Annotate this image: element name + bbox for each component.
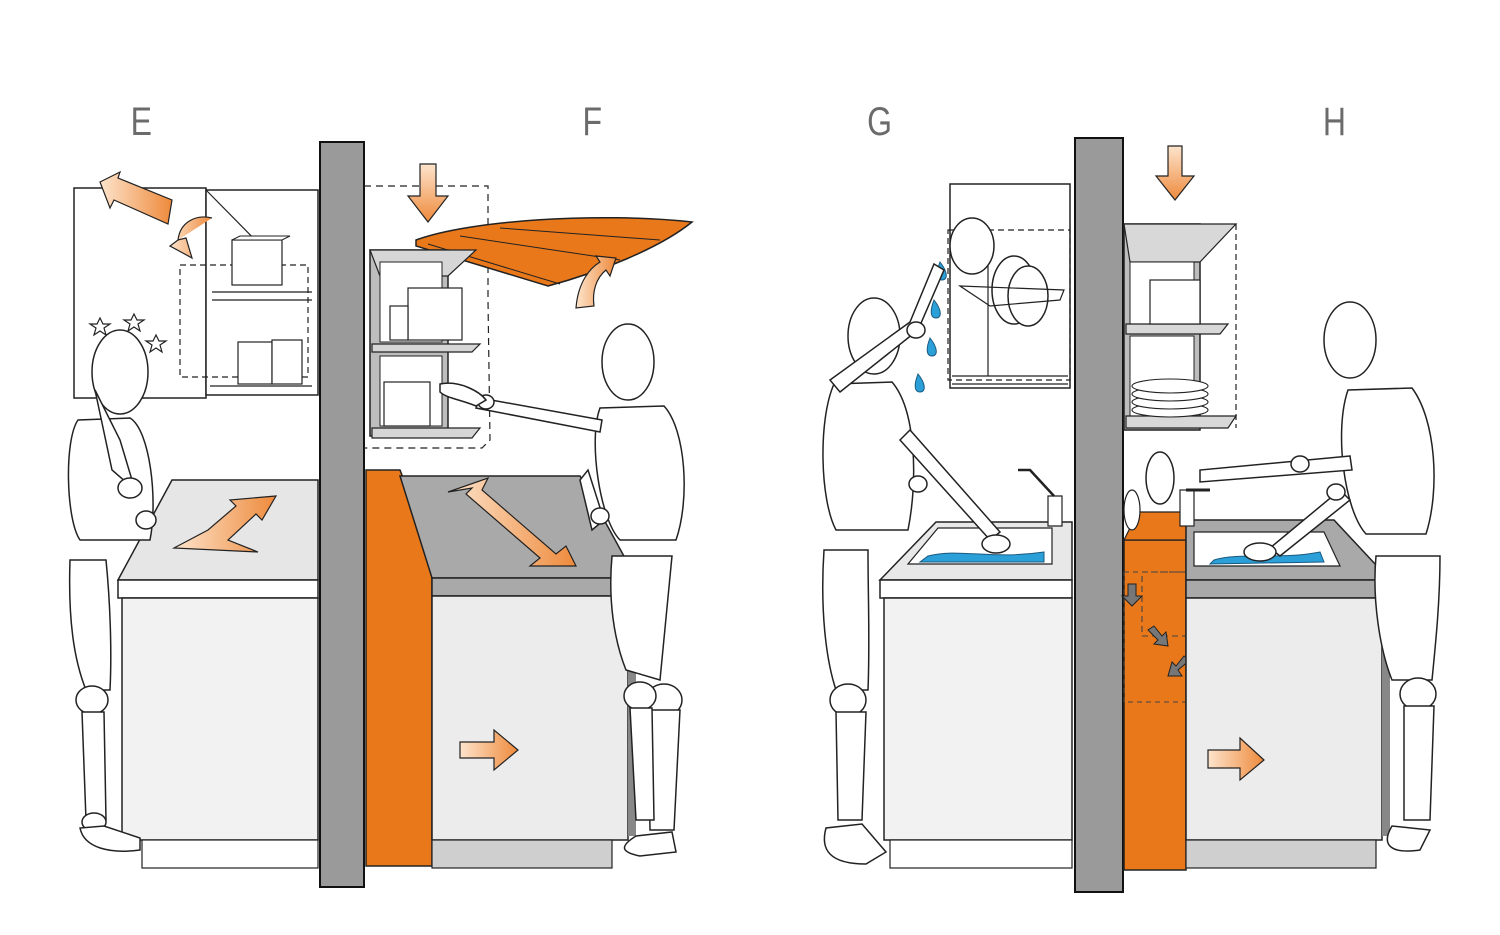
- plate-stack-icon: [1131, 378, 1209, 418]
- arrow-icon: [447, 476, 577, 567]
- panel-e-scene: [67, 170, 319, 869]
- base-cabinet-e: [121, 597, 319, 841]
- panel-divider-1: [319, 141, 365, 888]
- mannequin-figure-f: [439, 323, 685, 857]
- panel-label-e: E: [130, 100, 153, 144]
- arrow-icon: [1154, 145, 1196, 201]
- mannequin-figure-e: [67, 329, 157, 852]
- arrow-icon: [1207, 736, 1265, 782]
- mannequin-figure-h: [1199, 301, 1441, 852]
- arrow-icon: [459, 728, 519, 772]
- lift-up-flap-door: [415, 216, 694, 287]
- panel-label-g: G: [867, 100, 893, 144]
- panel-label-f: F: [582, 100, 602, 144]
- panel-label-h: H: [1322, 100, 1347, 144]
- arrow-icon: [406, 163, 450, 223]
- base-cabinet-f: [431, 595, 629, 841]
- panel-f-scene: [364, 163, 694, 869]
- arrow-icon: [1120, 583, 1191, 677]
- arrow-icon: [171, 495, 278, 553]
- panel-h-scene: [1120, 145, 1441, 871]
- mannequin-figure-g: [822, 262, 1011, 865]
- base-cabinet-h: [1185, 597, 1383, 841]
- arrow-icon: [99, 170, 173, 225]
- arrow-icon: [168, 216, 213, 260]
- base-cabinet-g: [883, 597, 1073, 841]
- panel-divider-2: [1074, 137, 1124, 893]
- panel-g-scene: [822, 183, 1073, 869]
- arrow-icon: [575, 255, 617, 309]
